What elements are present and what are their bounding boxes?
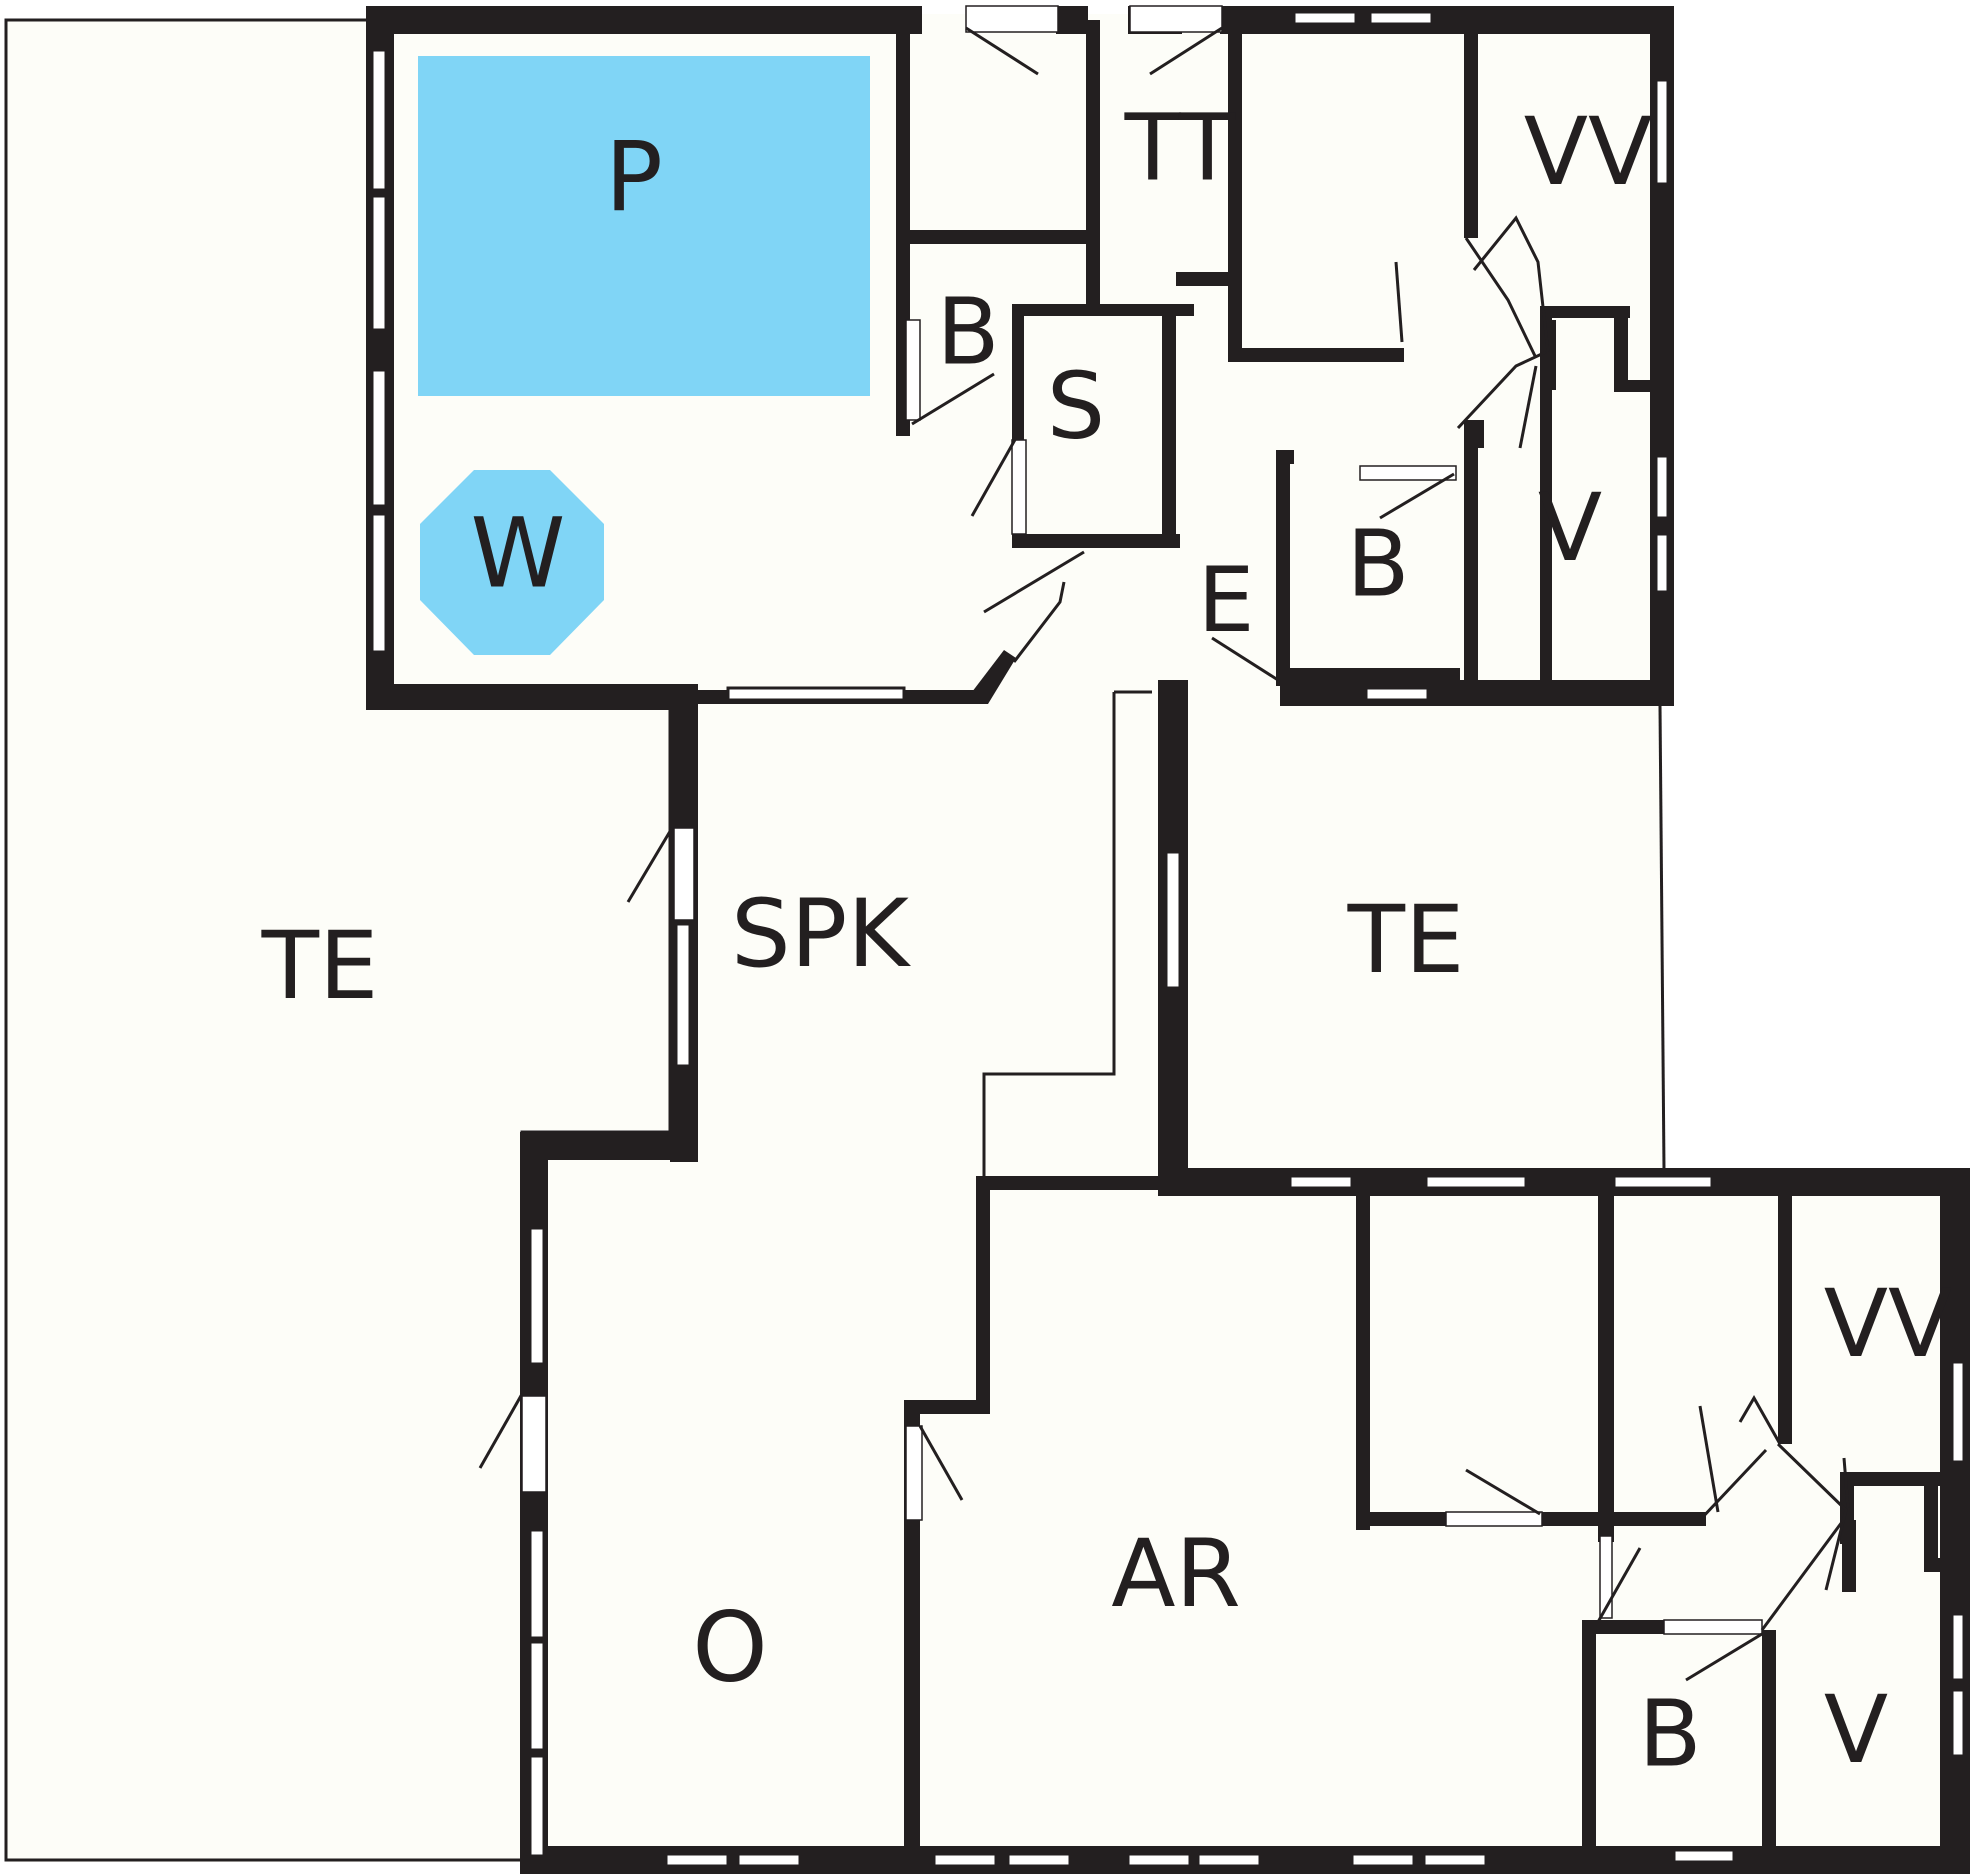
sauna-label: S [1047,352,1105,459]
bath-top-label: B [936,278,999,385]
thin-partitions [982,690,1666,1176]
room-labels: TE P W TT B S VV V B E SPK TE O AR VV B … [261,94,1953,1787]
ar-label: AR [1111,1520,1241,1629]
wardrobe-top-label: VV [1524,98,1653,207]
pool-label: P [605,121,663,233]
bedroom-top-label: V [1538,474,1602,583]
floor-areas [6,14,1970,1862]
office-label: O [692,1591,768,1703]
door-swings [478,26,1850,1682]
terrace-west-label: TE [261,912,379,1021]
door-openings [521,5,1763,1635]
whirlpool-label: W [471,497,566,609]
bath-bottom-label: B [1638,1680,1701,1787]
bedroom-bottom-label: V [1824,1676,1888,1785]
bath-mid-label: B [1346,510,1409,617]
wardrobe-bottom-label: VV [1824,1270,1953,1379]
terrace-east-label: TE [1347,886,1465,995]
central-floor [540,694,1180,1862]
pool-water [418,56,870,396]
toilet-label: TT [1124,94,1237,201]
spk-label: SPK [731,880,911,989]
whirlpool-water [420,470,604,655]
terrace-east-floor [1180,702,1662,1174]
terrace-west-floor [6,20,672,1862]
windows [370,10,1966,1868]
entrance-label: E [1198,548,1255,653]
